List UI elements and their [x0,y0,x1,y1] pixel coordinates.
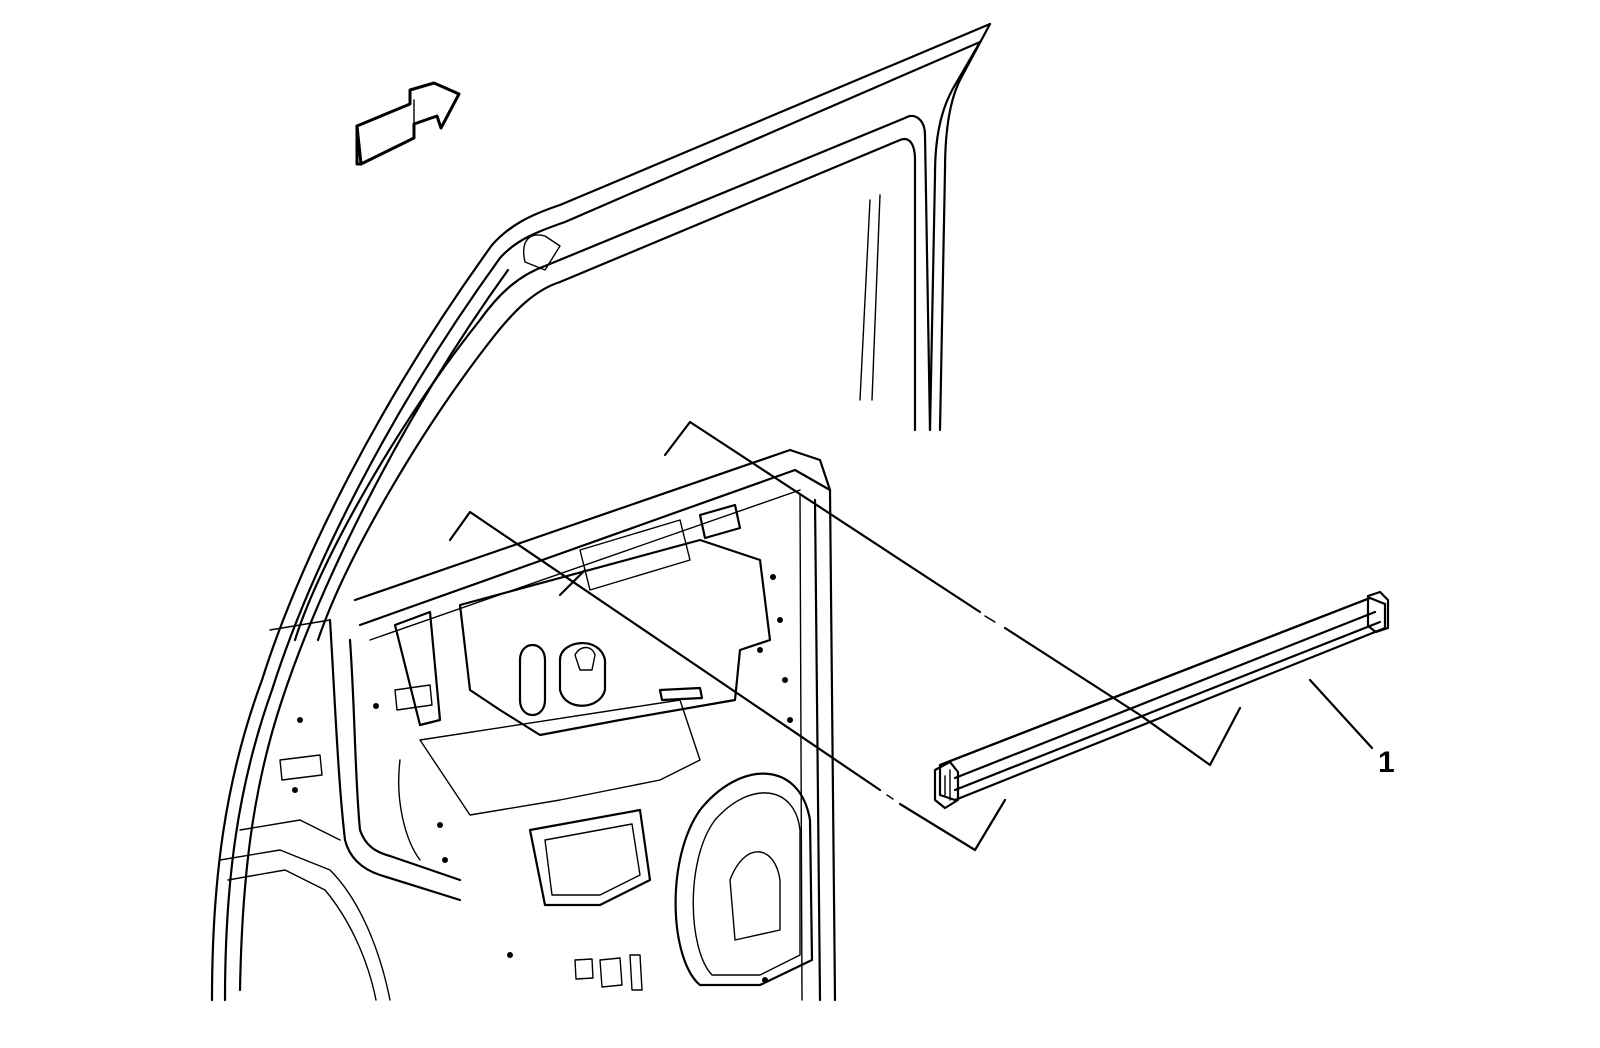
door-frame [210,22,992,1002]
callout-1-leader [1308,678,1374,750]
callout-label: 1 [1378,746,1395,779]
weatherstrip-part [933,590,1390,810]
installation-guide-lines [448,420,1242,852]
forward-arrow-icon [355,81,461,166]
